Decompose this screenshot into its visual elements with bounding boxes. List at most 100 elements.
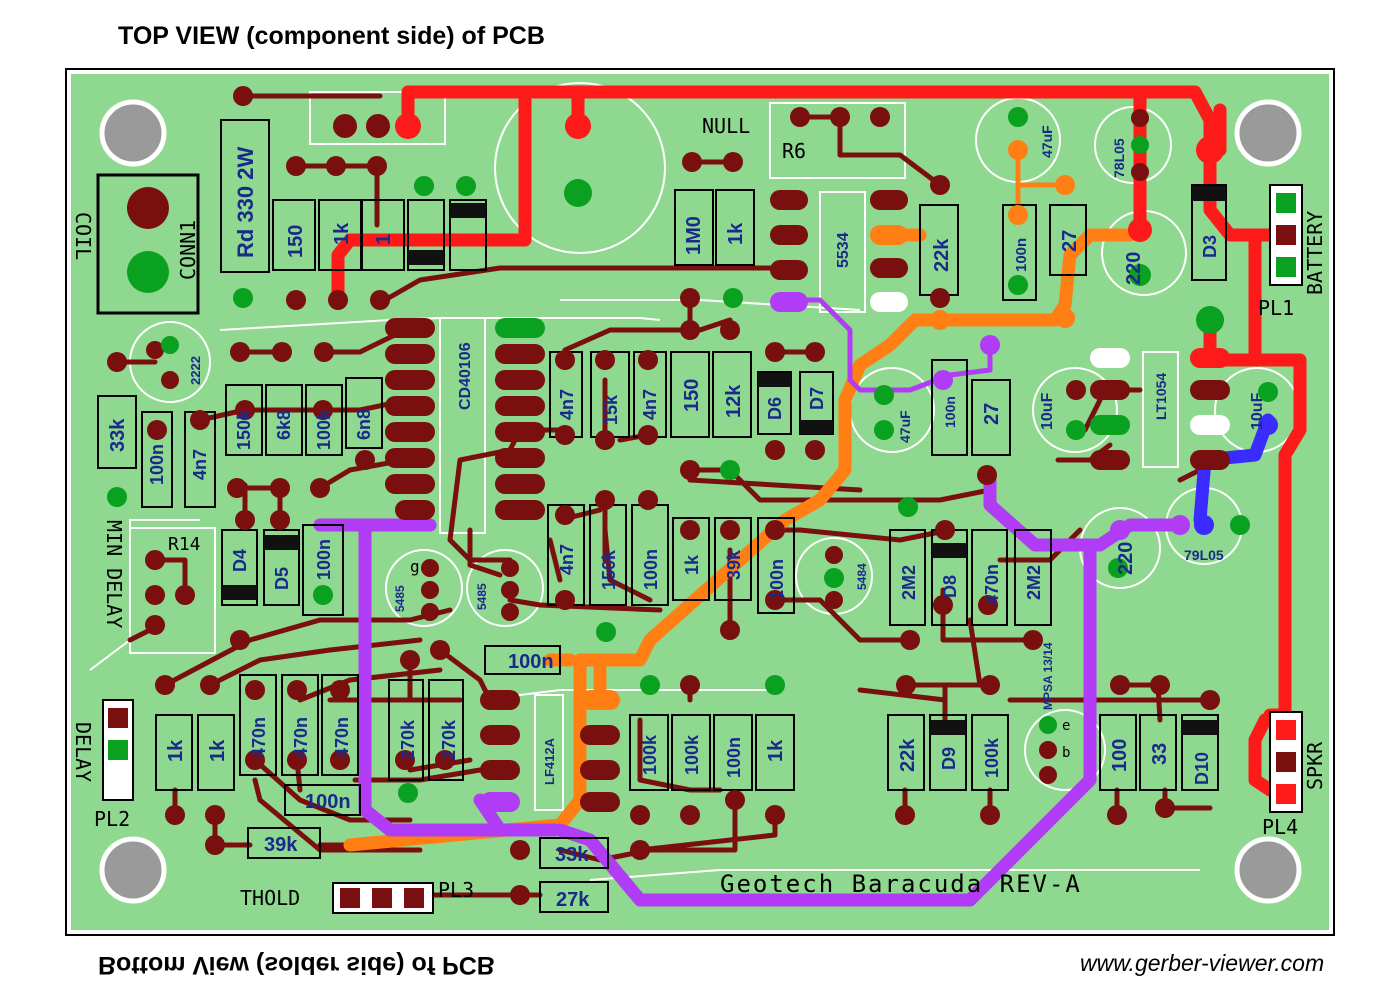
label-thold: THOLD xyxy=(240,886,300,910)
label-r1k-mid: 1k xyxy=(725,222,747,245)
label-c100n-e: 100n xyxy=(508,651,554,673)
label-pin-e: e xyxy=(1062,718,1070,734)
label-r22k-top: 22k xyxy=(931,238,953,272)
connector-pl2 xyxy=(102,699,134,801)
label-d4: D4 xyxy=(230,549,250,572)
board-title: Geotech Baracuda REV-A xyxy=(720,870,1082,898)
traces-purple-thin xyxy=(782,297,993,393)
label-c220-top: 220 xyxy=(1123,252,1145,285)
label-r150k-mid: 150k xyxy=(599,549,619,590)
label-c4n7-c: 4n7 xyxy=(557,544,577,575)
label-ic5534: 5534 xyxy=(835,232,852,268)
label-d9: D9 xyxy=(939,747,959,770)
label-pl1: PL1 xyxy=(1258,296,1294,320)
bottom-view-heading: Bottom View (solder side) of PCB xyxy=(98,951,495,979)
label-r33: 33 xyxy=(1149,743,1171,765)
label-cd40106: CD40106 xyxy=(457,342,474,410)
label-battery: BATTERY xyxy=(1303,211,1327,295)
label-d5: D5 xyxy=(272,567,292,590)
label-r150-mid: 150 xyxy=(681,379,703,412)
label-78l05: 78L05 xyxy=(1111,138,1127,178)
label-d3: D3 xyxy=(1200,235,1220,258)
label-c4n7-left: 4n7 xyxy=(190,449,210,480)
label-conn1: CONN1 xyxy=(176,220,200,280)
ic-pads xyxy=(385,190,1230,812)
label-r22k-b: 22k xyxy=(897,738,919,772)
label-c100n-left: 100n xyxy=(147,444,167,485)
label-lf412a: LF412A xyxy=(542,737,557,785)
label-c470n-b: 470n xyxy=(249,717,269,758)
label-r6k8: 6k8 xyxy=(274,410,294,440)
label-r39k-a: 39k xyxy=(724,549,744,580)
label-d10: D10 xyxy=(1192,752,1212,785)
label-mpsa: MPSA 13/14 xyxy=(1041,642,1055,710)
label-r100k-b: 100k xyxy=(682,734,702,775)
label-r27-top: 27 xyxy=(1059,230,1081,252)
mounting-hole xyxy=(99,836,167,904)
label-2222: 2222 xyxy=(188,356,203,385)
label-r1-top: 1 xyxy=(373,234,395,245)
mounting-holes xyxy=(99,99,1302,904)
label-r27-mid: 27 xyxy=(981,403,1003,425)
label-r33k-b: 33k xyxy=(555,844,589,866)
label-rd330: Rd 330 2W xyxy=(233,147,258,258)
label-coil: COIL xyxy=(71,212,95,260)
label-r100: 100 xyxy=(1109,739,1131,772)
connector-pl3 xyxy=(332,882,434,914)
label-5485-b: 5485 xyxy=(475,583,489,610)
label-c100n-mid: 100n xyxy=(942,396,958,428)
label-lt1054: LT1054 xyxy=(1153,373,1169,420)
label-c470n-c: 470n xyxy=(291,717,311,758)
label-r15k: 15k xyxy=(601,394,621,425)
label-null: NULL xyxy=(702,114,750,138)
label-c10uf: 10uF xyxy=(1039,392,1056,430)
label-c100n-d5: 100n xyxy=(314,539,334,580)
label-pl3: PL3 xyxy=(438,878,474,902)
label-5484: 5484 xyxy=(855,563,869,590)
mounting-hole xyxy=(1234,836,1302,904)
label-c4n7-a: 4n7 xyxy=(557,389,577,420)
website-link[interactable]: www.gerber-viewer.com xyxy=(1080,950,1325,976)
label-r150k-left: 150k xyxy=(234,409,254,450)
label-d8: D8 xyxy=(940,575,960,598)
round-pads xyxy=(107,86,1220,905)
label-r100k-left: 100k xyxy=(314,409,334,450)
label-r1k-d: 1k xyxy=(765,739,787,762)
label-r6: R6 xyxy=(782,139,806,163)
label-pl4: PL4 xyxy=(1262,815,1298,839)
label-r100k-c: 100k xyxy=(982,737,1002,778)
ground-pads xyxy=(107,176,918,803)
label-r14: R14 xyxy=(168,534,201,555)
label-c100n-g: 100n xyxy=(305,791,351,813)
ic-pads-special xyxy=(480,225,1230,812)
component-labels: Rd 330 2W 150 1k 1 1M0 1k 5534 22k 100n … xyxy=(107,125,1266,911)
label-d6: D6 xyxy=(765,397,785,420)
label-pin-g: g xyxy=(410,557,420,576)
label-r33k: 33k xyxy=(107,418,129,452)
traces-blue xyxy=(1193,413,1275,527)
label-pin-b: b xyxy=(1062,745,1070,761)
label-c470n-d: 470n xyxy=(332,717,352,758)
label-spkr: SPKR xyxy=(1303,741,1327,790)
label-r2m2-b: 2M2 xyxy=(1024,565,1044,600)
label-r2m2-a: 2M2 xyxy=(899,565,919,600)
label-c6n8: 6n8 xyxy=(354,409,374,440)
mounting-hole xyxy=(99,99,167,167)
top-view-heading: TOP VIEW (component side) of PCB xyxy=(118,22,545,50)
connector-pl4 xyxy=(1269,711,1303,813)
label-c100n-top: 100n xyxy=(1013,238,1030,272)
label-c4n7-b: 4n7 xyxy=(640,389,660,420)
label-c47uf-mid: 47uF xyxy=(897,410,913,443)
label-c470n-a: 470n xyxy=(982,564,1002,605)
label-min-delay: MIN DELAY xyxy=(102,520,126,628)
traces-dark xyxy=(114,93,1213,898)
label-c100n-c: 100n xyxy=(641,549,661,590)
label-r100k-a: 100k xyxy=(640,734,660,775)
label-c100n-f: 100n xyxy=(724,737,744,778)
label-r1k-b2: 1k xyxy=(207,739,229,762)
label-d7: D7 xyxy=(807,387,827,410)
silkscreen-text: NULL R6 COIL CONN1 BATTERY PL1 PL2 PL3 P… xyxy=(71,114,1327,910)
connector-pl1 xyxy=(1269,184,1303,286)
label-r1k-c: 1k xyxy=(682,554,702,575)
